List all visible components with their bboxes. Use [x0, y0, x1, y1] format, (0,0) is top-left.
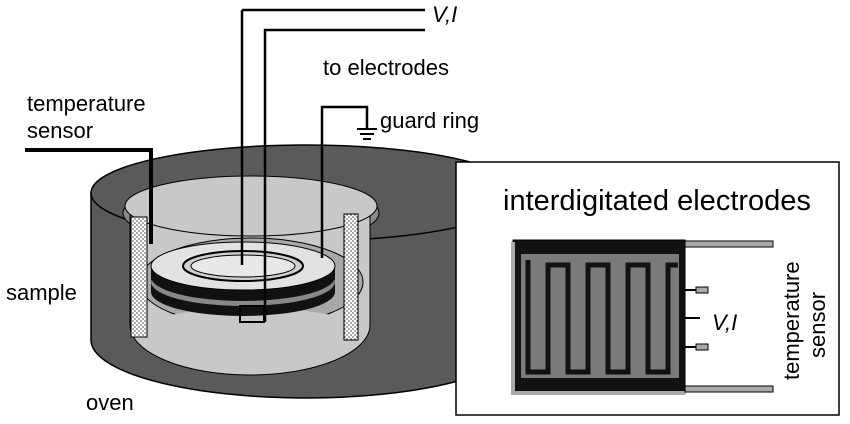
top-lead	[684, 240, 774, 248]
guard-ring-wire	[320, 105, 369, 258]
vi-wire-2	[263, 28, 425, 322]
inset-vi-label: V,I	[712, 310, 737, 335]
temperature-sensor-wire	[25, 148, 153, 244]
interdigitated-inset: interdigitated electrodes V,I temperatur…	[455, 161, 840, 416]
bottom-lead	[684, 385, 774, 393]
vi-label: V,I	[432, 2, 457, 27]
oven-label: oven	[86, 390, 134, 415]
to-electrodes-label: to electrodes	[323, 55, 449, 80]
inset-sensor-label: sensor	[805, 292, 830, 358]
sample-disk	[150, 241, 336, 323]
inset-title: interdigitated electrodes	[503, 185, 811, 217]
guard-ring-label: guard ring	[380, 108, 479, 133]
interdigitated-fingers	[525, 260, 678, 375]
sensor-label: sensor	[27, 118, 93, 143]
oven	[90, 144, 522, 399]
ground-icon	[357, 128, 377, 140]
temperature-label: temperature	[27, 91, 146, 116]
wires	[25, 8, 425, 322]
sample-label: sample	[6, 280, 77, 305]
inset-temperature-label: temperature	[779, 261, 804, 380]
